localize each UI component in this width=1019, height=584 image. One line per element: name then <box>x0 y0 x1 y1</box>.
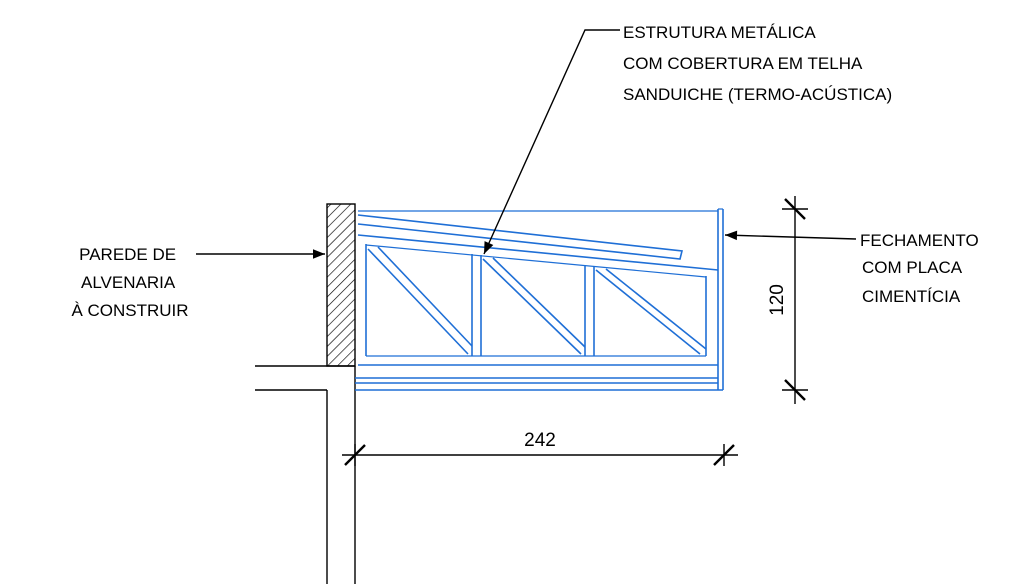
closure-label-line-1: FECHAMENTO <box>860 231 979 250</box>
roof-label-line-1: ESTRUTURA METÁLICA <box>623 23 816 42</box>
column-and-slab <box>255 365 356 584</box>
width-dimension-label: 242 <box>524 430 556 451</box>
wall-label-line-1: PAREDE DE <box>79 245 176 264</box>
closure-label-line-2: COM PLACA <box>862 258 963 277</box>
metal-structure <box>355 208 724 391</box>
leader-closure <box>724 230 857 241</box>
roof-label-line-3: SANDUICHE (TERMO-ACÚSTICA) <box>623 85 892 104</box>
dimension-width <box>342 444 738 466</box>
wall-label-line-3: À CONSTRUIR <box>71 301 188 320</box>
closure-label-line-3: CIMENTÍCIA <box>862 287 961 306</box>
wall-label: PAREDE DE ALVENARIA À CONSTRUIR <box>71 245 188 320</box>
masonry-wall <box>326 203 356 367</box>
roof-label-line-2: COM COBERTURA EM TELHA <box>623 54 863 73</box>
wall-label-line-2: ALVENARIA <box>81 273 176 292</box>
leader-roof <box>483 29 620 255</box>
roof-label: ESTRUTURA METÁLICA COM COBERTURA EM TELH… <box>623 23 892 104</box>
dimension-height <box>782 196 808 404</box>
closure-label: FECHAMENTO COM PLACA CIMENTÍCIA <box>860 231 983 306</box>
height-dimension-label: 120 <box>767 284 788 316</box>
